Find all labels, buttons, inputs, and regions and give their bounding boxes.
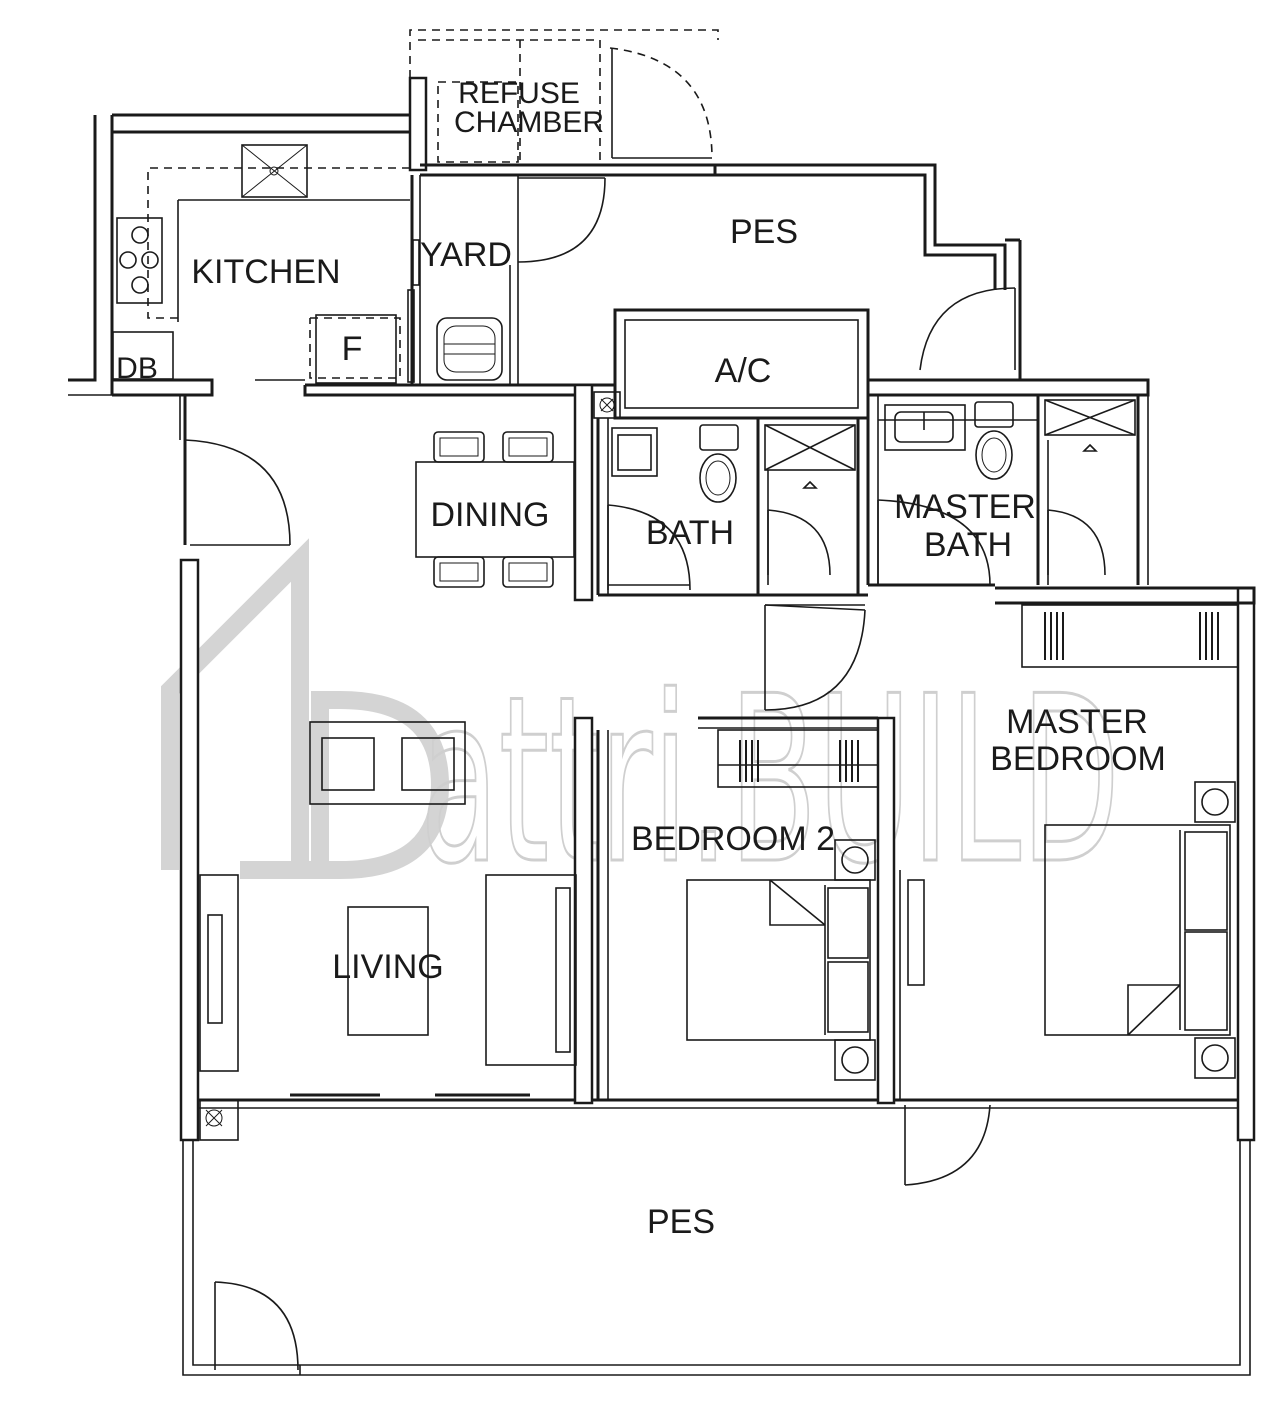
ac-label: A/C [715, 352, 772, 390]
refuse-chamber-label-2: CHAMBER [454, 106, 604, 139]
dining-label: DINING [431, 496, 550, 534]
db-label: DB [116, 352, 158, 385]
pes-bottom-label: PES [647, 1203, 715, 1241]
watermark-house-outline [161, 538, 320, 879]
watermark-d-shape [311, 691, 450, 879]
master-bedroom-label-2: BEDROOM [990, 740, 1166, 778]
dining-set [415, 431, 575, 588]
kitchen-label: KITCHEN [191, 253, 340, 291]
yard-label: YARD [420, 236, 512, 274]
room-labels: REFUSE CHAMBER PES KITCHEN YARD F A/C DI… [191, 77, 1165, 1241]
fridge-label: F [342, 330, 363, 368]
bedroom2-furniture [686, 729, 925, 1081]
pes-top-label: PES [730, 213, 798, 251]
doors [184, 177, 1106, 1371]
walls [68, 113, 1256, 1376]
master-bath-label-1: MASTER [894, 488, 1036, 526]
watermark: attri.BUILD [161, 538, 1122, 917]
living-label: LIVING [332, 948, 443, 986]
master-bedroom-furniture [1021, 604, 1239, 1079]
watermark-text: attri.BUILD [420, 648, 1120, 915]
refuse-chamber [408, 29, 719, 172]
bath-label: BATH [646, 514, 734, 552]
bedroom-walls [573, 716, 901, 1105]
master-bath-label-2: BATH [924, 526, 1012, 564]
refuse-chamber-label-1: REFUSE [458, 77, 580, 110]
master-bedroom-label-1: MASTER [1006, 703, 1148, 741]
bedroom2-label: BEDROOM 2 [631, 820, 835, 858]
living-furniture [199, 721, 577, 1141]
kitchen-fixtures: DB [112, 144, 503, 385]
